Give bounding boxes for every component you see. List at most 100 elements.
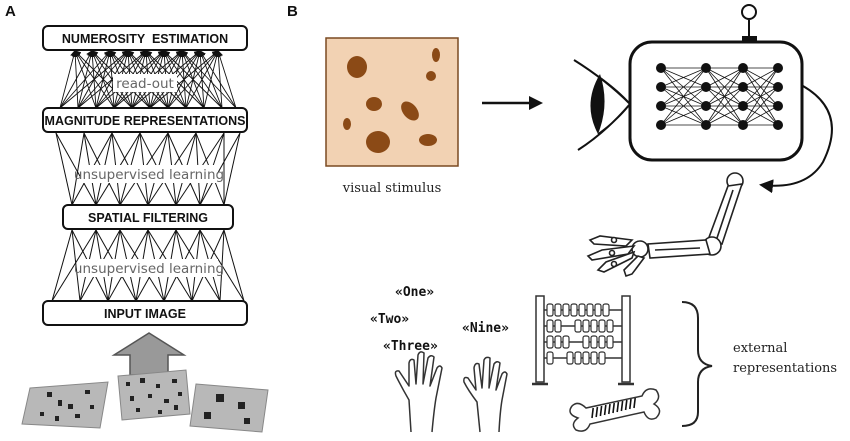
- network-edges: [660, 67, 779, 126]
- unsup-lower-bg: [80, 259, 218, 277]
- upward-input-arrow-icon: [111, 332, 187, 376]
- network-edge: [660, 67, 707, 126]
- abacus-bead: [566, 351, 574, 365]
- network-node: [656, 101, 666, 111]
- abacus-bead: [578, 303, 586, 317]
- panel-b-letter: B: [287, 3, 298, 20]
- robotic-arm-icon: [586, 172, 744, 278]
- abacus-bead: [554, 335, 562, 349]
- network-node: [773, 101, 783, 111]
- network-edge: [742, 67, 779, 88]
- abacus-icon: [532, 295, 634, 386]
- numerosity-estimation-box: NUMEROSITY ESTIMATION: [42, 25, 248, 51]
- word-two: «Two»: [370, 312, 409, 327]
- network-to-arm-arrow-icon: [759, 85, 833, 194]
- abacus-bead: [606, 335, 614, 349]
- readout-arrow: [73, 49, 97, 109]
- readout-arrow: [216, 49, 237, 109]
- magnitude-representations-box: MAGNITUDE REPRESENTATIONS: [42, 107, 248, 133]
- image-card-right: [189, 383, 269, 433]
- readout-arrow: [199, 49, 237, 109]
- lower-connection: [51, 229, 97, 302]
- visual-stimulus-image: [325, 37, 459, 167]
- numerosity-estimation-label: NUMEROSITY ESTIMATION: [62, 32, 228, 46]
- spatial-filtering-box: SPATIAL FILTERING: [62, 204, 234, 230]
- image-card-left: [21, 381, 109, 429]
- network-edge: [660, 67, 707, 107]
- network-node: [701, 82, 711, 92]
- magnitude-representations-label: MAGNITUDE REPRESENTATIONS: [45, 114, 246, 128]
- network-node: [701, 63, 711, 73]
- network-edge: [660, 67, 707, 88]
- network-edge: [742, 105, 779, 126]
- abacus-bead: [546, 303, 554, 317]
- network-edge: [742, 67, 779, 126]
- external-label-line1: external: [733, 341, 787, 356]
- upper-connection: [55, 132, 73, 206]
- abacus-bead: [574, 351, 582, 365]
- word-one: «One»: [395, 285, 434, 300]
- network-edge: [660, 105, 707, 126]
- visual-stimulus-caption: visual stimulus: [342, 181, 442, 196]
- network-node: [656, 120, 666, 130]
- tally-mark: [603, 404, 607, 416]
- readout-arrow: [180, 49, 237, 109]
- abacus-bead: [594, 303, 602, 317]
- readout-connections: [59, 49, 237, 109]
- abacus-bead: [602, 303, 610, 317]
- unsupervised-label-lower: unsupervised learning: [74, 261, 224, 277]
- tally-mark: [608, 403, 611, 415]
- readout-arrow: [59, 49, 93, 109]
- unsupervised-label-upper: unsupervised learning: [74, 167, 224, 183]
- input-image-label: INPUT IMAGE: [104, 307, 186, 321]
- upper-connection: [223, 132, 241, 206]
- network-node: [701, 120, 711, 130]
- lower-connection: [223, 229, 245, 302]
- abacus-bead: [590, 351, 598, 365]
- abacus-bead: [590, 335, 598, 349]
- network-edge: [705, 86, 744, 126]
- tally-mark: [629, 398, 632, 410]
- brace-icon: [681, 301, 713, 427]
- network-edge: [742, 86, 779, 126]
- readout-label: read-out: [116, 76, 174, 92]
- network-node: [738, 101, 748, 111]
- readout-arrow: [198, 49, 223, 109]
- image-card-middle: [117, 369, 191, 421]
- readout-arrow: [77, 49, 95, 109]
- neural-network-icon: [628, 4, 804, 162]
- abacus-bead: [574, 319, 582, 333]
- abacus-bead: [598, 319, 606, 333]
- readout-arrow: [71, 49, 79, 109]
- abacus-bead: [590, 319, 598, 333]
- tally-mark: [620, 400, 624, 412]
- abacus-bead: [582, 351, 590, 365]
- lower-connection: [51, 229, 73, 302]
- tally-mark: [633, 397, 636, 409]
- network-edge: [705, 67, 744, 107]
- lower-connection: [71, 229, 81, 302]
- abacus-bead: [554, 319, 562, 333]
- hand-icon-four: [463, 356, 508, 433]
- network-edge: [660, 86, 707, 126]
- upper-connection: [199, 132, 241, 206]
- network-node: [656, 82, 666, 92]
- upper-connection: [55, 132, 97, 206]
- readout-arrow: [214, 49, 223, 109]
- panel-a-letter: A: [5, 3, 16, 20]
- abacus-bead: [546, 351, 554, 365]
- spatial-filtering-label: SPATIAL FILTERING: [88, 211, 208, 225]
- external-label-line2: representations: [733, 361, 837, 376]
- eye-icon: [573, 59, 631, 151]
- abacus-bead: [582, 319, 590, 333]
- readout-arrow: [73, 49, 133, 109]
- abacus-bead: [562, 335, 570, 349]
- network-node: [773, 82, 783, 92]
- tally-bone-icon: [569, 388, 661, 432]
- abacus-bead: [562, 303, 570, 317]
- readout-arrow: [59, 49, 77, 109]
- abacus-bead: [606, 319, 614, 333]
- network-node: [773, 120, 783, 130]
- tally-mark: [616, 401, 620, 413]
